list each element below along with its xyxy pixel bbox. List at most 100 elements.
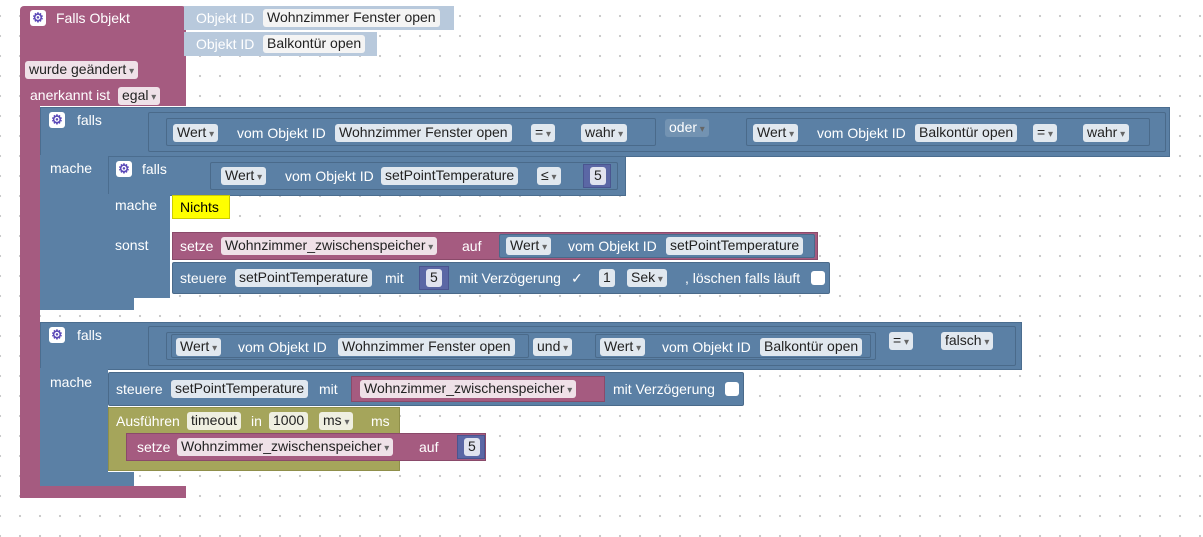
timeout-unit-dropdown[interactable]: ms <box>319 412 354 430</box>
variable-dropdown[interactable]: Wohnzimmer_zwischenspeicher <box>221 237 438 255</box>
clear-checkbox[interactable] <box>811 271 825 285</box>
timeout-name-field[interactable]: timeout <box>187 412 241 430</box>
mache-label: mache <box>50 374 93 390</box>
inner-if-body <box>108 194 170 298</box>
and-logic-block[interactable]: Wert vom Objekt ID Wohnzimmer Fenster op… <box>166 332 876 360</box>
setze-block-2[interactable]: setze Wohnzimmer_zwischenspeicher auf 5 <box>126 433 486 461</box>
mache-label: mache <box>50 160 93 176</box>
if-block-1-body <box>40 155 108 310</box>
compare-block-left[interactable]: Wert vom Objekt ID Wohnzimmer Fenster op… <box>166 118 656 146</box>
object-field[interactable]: Wohnzimmer Fenster open <box>335 124 512 142</box>
ack-dropdown[interactable]: egal <box>118 87 161 105</box>
gear-icon[interactable]: ⚙ <box>49 327 65 343</box>
if-block-2-body <box>40 368 108 478</box>
timeout-label: Ausführen <box>116 413 180 429</box>
number-field[interactable]: 5 <box>590 167 606 185</box>
event-block-footer <box>20 486 186 498</box>
event-title: Falls Objekt <box>56 10 130 26</box>
vom-objekt-label: vom Objekt ID <box>285 168 374 184</box>
mit-label: mit <box>319 381 338 397</box>
mache-label: mache <box>115 197 158 213</box>
wert-dropdown[interactable]: Wert <box>506 237 552 255</box>
delay-checkbox[interactable]: ✓ <box>571 270 583 286</box>
steuere-block[interactable]: steuere setPointTemperature mit 5 mit Ve… <box>172 262 830 294</box>
value-dropdown[interactable]: falsch <box>941 332 994 350</box>
number-field[interactable]: 5 <box>426 269 442 287</box>
object-field[interactable]: Balkontür open <box>915 124 1018 142</box>
object-id-label: Objekt ID <box>196 10 255 26</box>
wert-dropdown[interactable]: Wert <box>173 124 219 142</box>
nothing-block[interactable]: Nichts <box>172 195 230 219</box>
gear-icon[interactable]: ⚙ <box>30 10 46 26</box>
value-block-left[interactable]: Wert vom Objekt ID Wohnzimmer Fenster op… <box>171 334 529 358</box>
operator-dropdown[interactable]: ≤ <box>537 167 561 185</box>
gear-icon[interactable]: ⚙ <box>49 112 65 128</box>
variable-dropdown[interactable]: Wohnzimmer_zwischenspeicher <box>360 380 577 398</box>
object-field[interactable]: Wohnzimmer Fenster open <box>338 338 515 356</box>
clear-label: , löschen falls läuft <box>685 270 801 286</box>
number-block[interactable]: 5 <box>457 435 485 459</box>
unit-dropdown[interactable]: Sek <box>627 269 667 287</box>
delay-label: mit Verzögerung <box>459 270 561 286</box>
gear-icon[interactable]: ⚙ <box>116 161 132 177</box>
if-block-1-footer <box>40 298 134 310</box>
vom-objekt-label: vom Objekt ID <box>568 238 657 254</box>
event-block-body <box>20 106 40 492</box>
mit-label: mit <box>385 270 404 286</box>
object-id-field[interactable]: Wohnzimmer Fenster open <box>263 9 440 27</box>
nothing-label: Nichts <box>180 199 219 215</box>
vom-objekt-label: vom Objekt ID <box>662 339 751 355</box>
time-field[interactable]: 1 <box>599 269 615 287</box>
operator-dropdown[interactable]: = <box>1033 124 1057 142</box>
value-dropdown[interactable]: wahr <box>1083 124 1130 142</box>
object-id-block-2[interactable]: Objekt ID Balkontür open <box>184 32 377 56</box>
vom-objekt-label: vom Objekt ID <box>238 339 327 355</box>
wert-dropdown[interactable]: Wert <box>600 338 646 356</box>
value-block-right[interactable]: Wert vom Objekt ID Balkontür open <box>595 334 871 358</box>
wert-value-block[interactable]: Wert vom Objekt ID setPointTemperature <box>499 234 815 258</box>
falls-label: falls <box>142 161 167 177</box>
or-joiner[interactable]: oder <box>665 118 709 137</box>
object-field[interactable]: setPointTemperature <box>666 237 804 255</box>
object-field[interactable]: setPointTemperature <box>171 380 309 398</box>
delay-checkbox[interactable] <box>725 382 739 396</box>
vom-objekt-label: vom Objekt ID <box>817 125 906 141</box>
timeout-value-field[interactable]: 1000 <box>269 412 309 430</box>
object-id-block-1[interactable]: Objekt ID Wohnzimmer Fenster open <box>184 6 454 30</box>
auf-label: auf <box>462 238 482 254</box>
setze-label: setze <box>180 238 214 254</box>
delay-label: mit Verzögerung <box>613 381 715 397</box>
steuere-label: steuere <box>180 270 227 286</box>
timeout-unit-label: ms <box>371 413 390 429</box>
object-field[interactable]: Balkontür open <box>760 338 863 356</box>
object-field[interactable]: setPointTemperature <box>381 167 519 185</box>
if-block-2-footer <box>40 472 134 486</box>
setze-label: setze <box>137 439 171 455</box>
variable-block[interactable]: Wohnzimmer_zwischenspeicher <box>351 376 605 402</box>
value-dropdown[interactable]: wahr <box>581 124 628 142</box>
wert-dropdown[interactable]: Wert <box>221 167 267 185</box>
operator-dropdown[interactable]: = <box>531 124 555 142</box>
falls-label: falls <box>77 112 102 128</box>
object-id-field[interactable]: Balkontür open <box>263 35 366 53</box>
inner-compare-block[interactable]: Wert vom Objekt ID setPointTemperature ≤… <box>210 162 618 190</box>
number-field[interactable]: 5 <box>464 438 480 456</box>
compare-block-right[interactable]: Wert vom Objekt ID Balkontür open = wahr <box>746 118 1150 146</box>
variable-dropdown[interactable]: Wohnzimmer_zwischenspeicher <box>177 438 394 456</box>
operator-dropdown[interactable]: = <box>889 332 913 350</box>
wert-dropdown[interactable]: Wert <box>176 338 222 356</box>
object-id-label: Objekt ID <box>196 36 255 52</box>
and-dropdown[interactable]: und <box>533 338 573 356</box>
setze-block[interactable]: setze Wohnzimmer_zwischenspeicher auf We… <box>172 232 818 260</box>
falls-label: falls <box>77 327 102 343</box>
ack-label: anerkannt ist <box>30 87 111 103</box>
changed-dropdown[interactable]: wurde geändert <box>25 61 139 79</box>
number-block[interactable]: 5 <box>419 266 449 290</box>
steuere-label: steuere <box>116 381 163 397</box>
object-field[interactable]: setPointTemperature <box>235 269 373 287</box>
auf-label: auf <box>419 439 439 455</box>
number-block[interactable]: 5 <box>583 164 611 188</box>
wert-dropdown[interactable]: Wert <box>753 124 799 142</box>
steuere-block-2[interactable]: steuere setPointTemperature mit Wohnzimm… <box>108 372 744 406</box>
in-label: in <box>251 413 262 429</box>
